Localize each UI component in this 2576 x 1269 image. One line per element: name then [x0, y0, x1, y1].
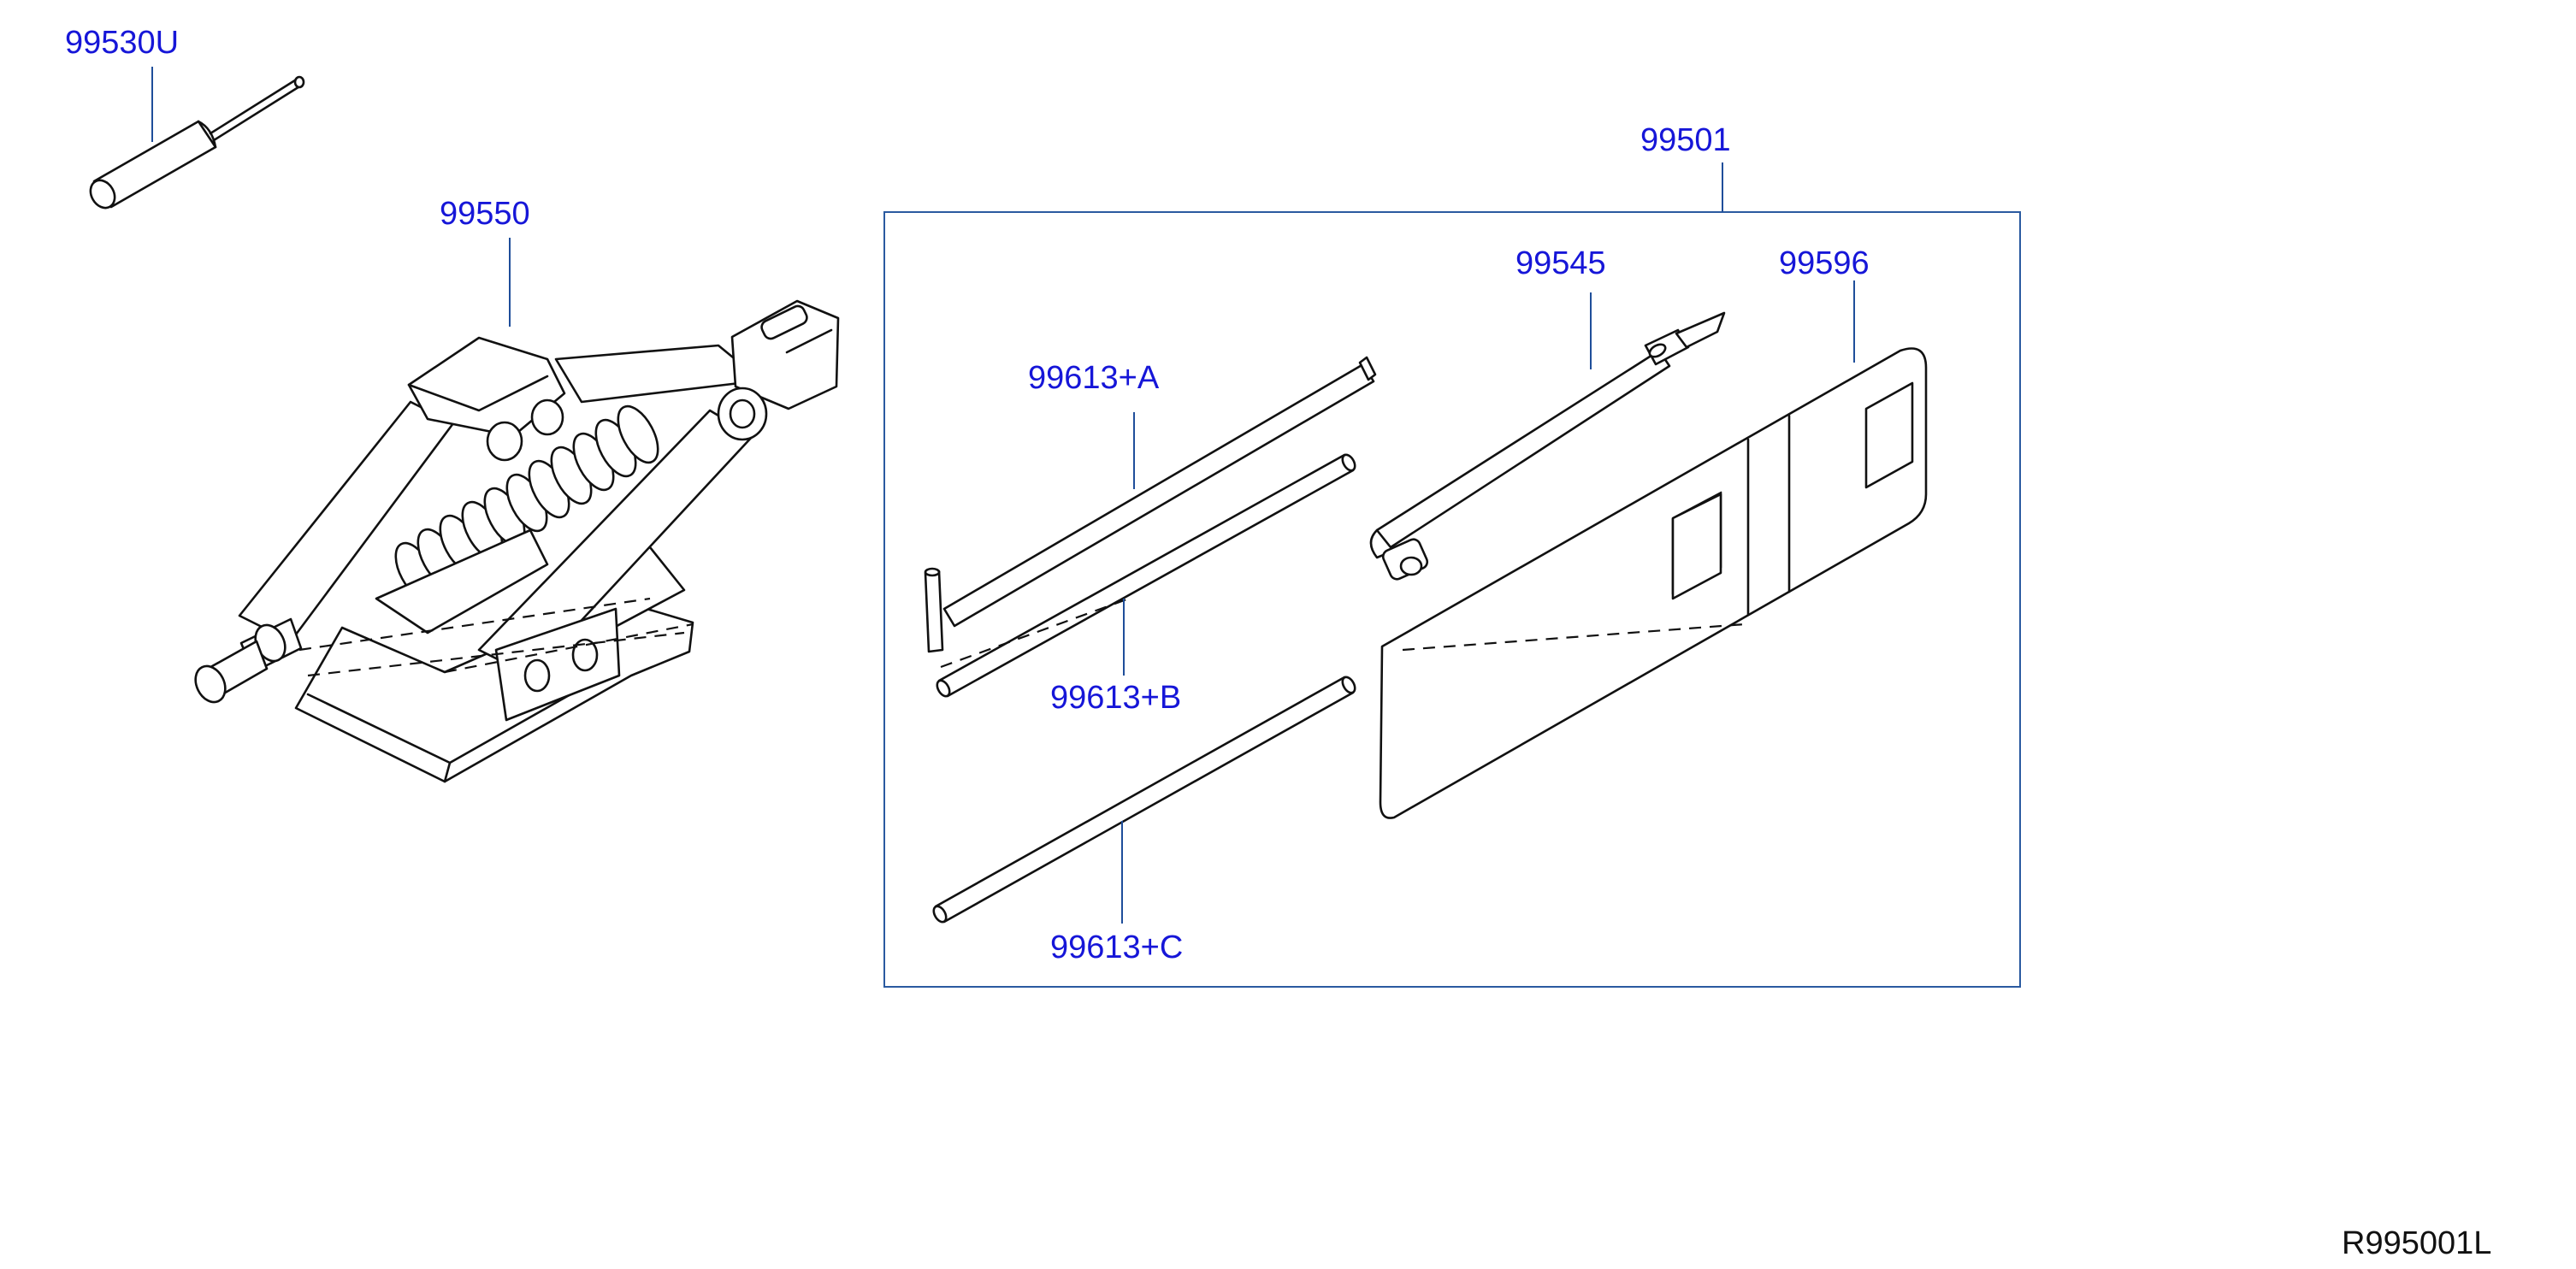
- jack-drawing[interactable]: [190, 299, 840, 783]
- jack-rod-a-drawing[interactable]: [924, 356, 1377, 653]
- part-label-99613-b[interactable]: 99613+B: [1050, 680, 1181, 716]
- jack-handle-adapter-drawing[interactable]: [86, 75, 305, 212]
- part-label-99613-c[interactable]: 99613+C: [1050, 930, 1183, 965]
- diagram-reference-code: R995001L: [2342, 1225, 2491, 1261]
- jack-rod-b-drawing[interactable]: [935, 452, 1357, 698]
- tool-kit-frame: [883, 211, 2021, 988]
- part-label-99530U[interactable]: 99530U: [65, 25, 179, 61]
- tool-bag-drawing[interactable]: [1379, 347, 1928, 819]
- part-label-99501[interactable]: 99501: [1640, 122, 1731, 158]
- part-label-99613-a[interactable]: 99613+A: [1028, 360, 1160, 396]
- jack-screw-threads: [394, 404, 659, 601]
- part-label-99596[interactable]: 99596: [1779, 245, 1870, 281]
- jack-rod-c-drawing[interactable]: [931, 675, 1357, 924]
- part-label-99545[interactable]: 99545: [1515, 245, 1606, 281]
- wheel-wrench-drawing[interactable]: [1369, 311, 1726, 581]
- part-label-99550[interactable]: 99550: [440, 196, 530, 232]
